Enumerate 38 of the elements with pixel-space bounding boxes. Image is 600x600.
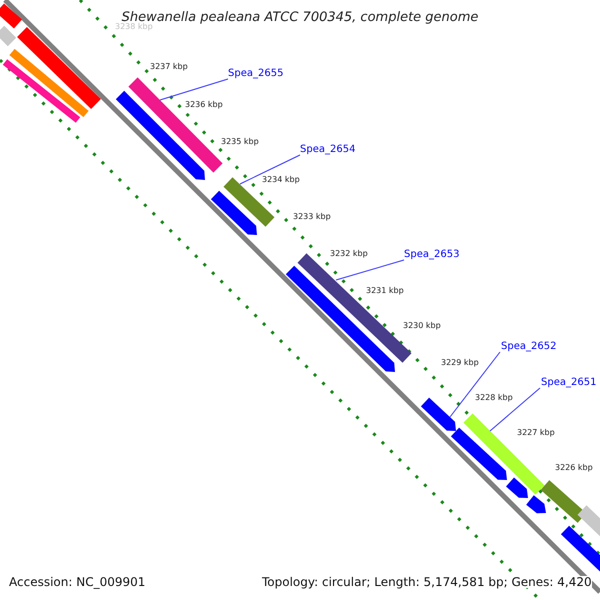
leader-line bbox=[336, 260, 404, 280]
gene-label: Spea_2654 bbox=[300, 145, 356, 155]
leader-line bbox=[450, 352, 500, 418]
scale-label: 3237 kbp bbox=[150, 63, 188, 71]
scale-label: 3233 kbp bbox=[293, 213, 331, 221]
gene-bar bbox=[17, 27, 101, 109]
footer-text: Accession: NC_009901 bbox=[9, 576, 146, 588]
gene-label: Spea_2655 bbox=[228, 69, 284, 79]
gene-block bbox=[210, 190, 257, 235]
footer-text: Topology: circular; Length: 5,174,581 bp; Genes: 4,420 bbox=[262, 576, 592, 588]
scale-label: 3234 kbp bbox=[262, 176, 300, 184]
gene-bar bbox=[2, 59, 80, 123]
gene-bar bbox=[560, 526, 600, 572]
scale-label: 3226 kbp bbox=[555, 464, 593, 472]
leader-line bbox=[160, 78, 228, 100]
gene-bar bbox=[9, 48, 89, 118]
gene-block bbox=[506, 478, 528, 498]
gene-block bbox=[420, 398, 456, 431]
scale-label: 3232 kbp bbox=[330, 250, 368, 258]
leader-line bbox=[490, 388, 540, 432]
gene-bar bbox=[128, 77, 223, 173]
scale-label: 3238 kbp bbox=[115, 23, 153, 31]
scale-label: 3230 kbp bbox=[403, 322, 441, 330]
scale-label: 3231 kbp bbox=[366, 287, 404, 295]
gene-label: Spea_2653 bbox=[404, 250, 460, 260]
title: Shewanella pealeana ATCC 700345, complete genome bbox=[122, 11, 480, 24]
gene-block bbox=[450, 428, 507, 480]
gene-label: Spea_2651 bbox=[541, 378, 596, 388]
scale-label: 3236 kbp bbox=[185, 101, 223, 109]
gene-block bbox=[116, 90, 205, 180]
leader-line bbox=[240, 154, 300, 184]
scale-label: 3235 kbp bbox=[221, 138, 259, 146]
gene-bar bbox=[0, 4, 22, 28]
scale-label: 3229 kbp bbox=[441, 359, 479, 367]
scale-label: 3228 kbp bbox=[475, 394, 513, 402]
gene-label: Spea_2652 bbox=[501, 342, 556, 352]
scale-label: 3227 kbp bbox=[517, 429, 555, 437]
gene-bar bbox=[578, 505, 600, 537]
